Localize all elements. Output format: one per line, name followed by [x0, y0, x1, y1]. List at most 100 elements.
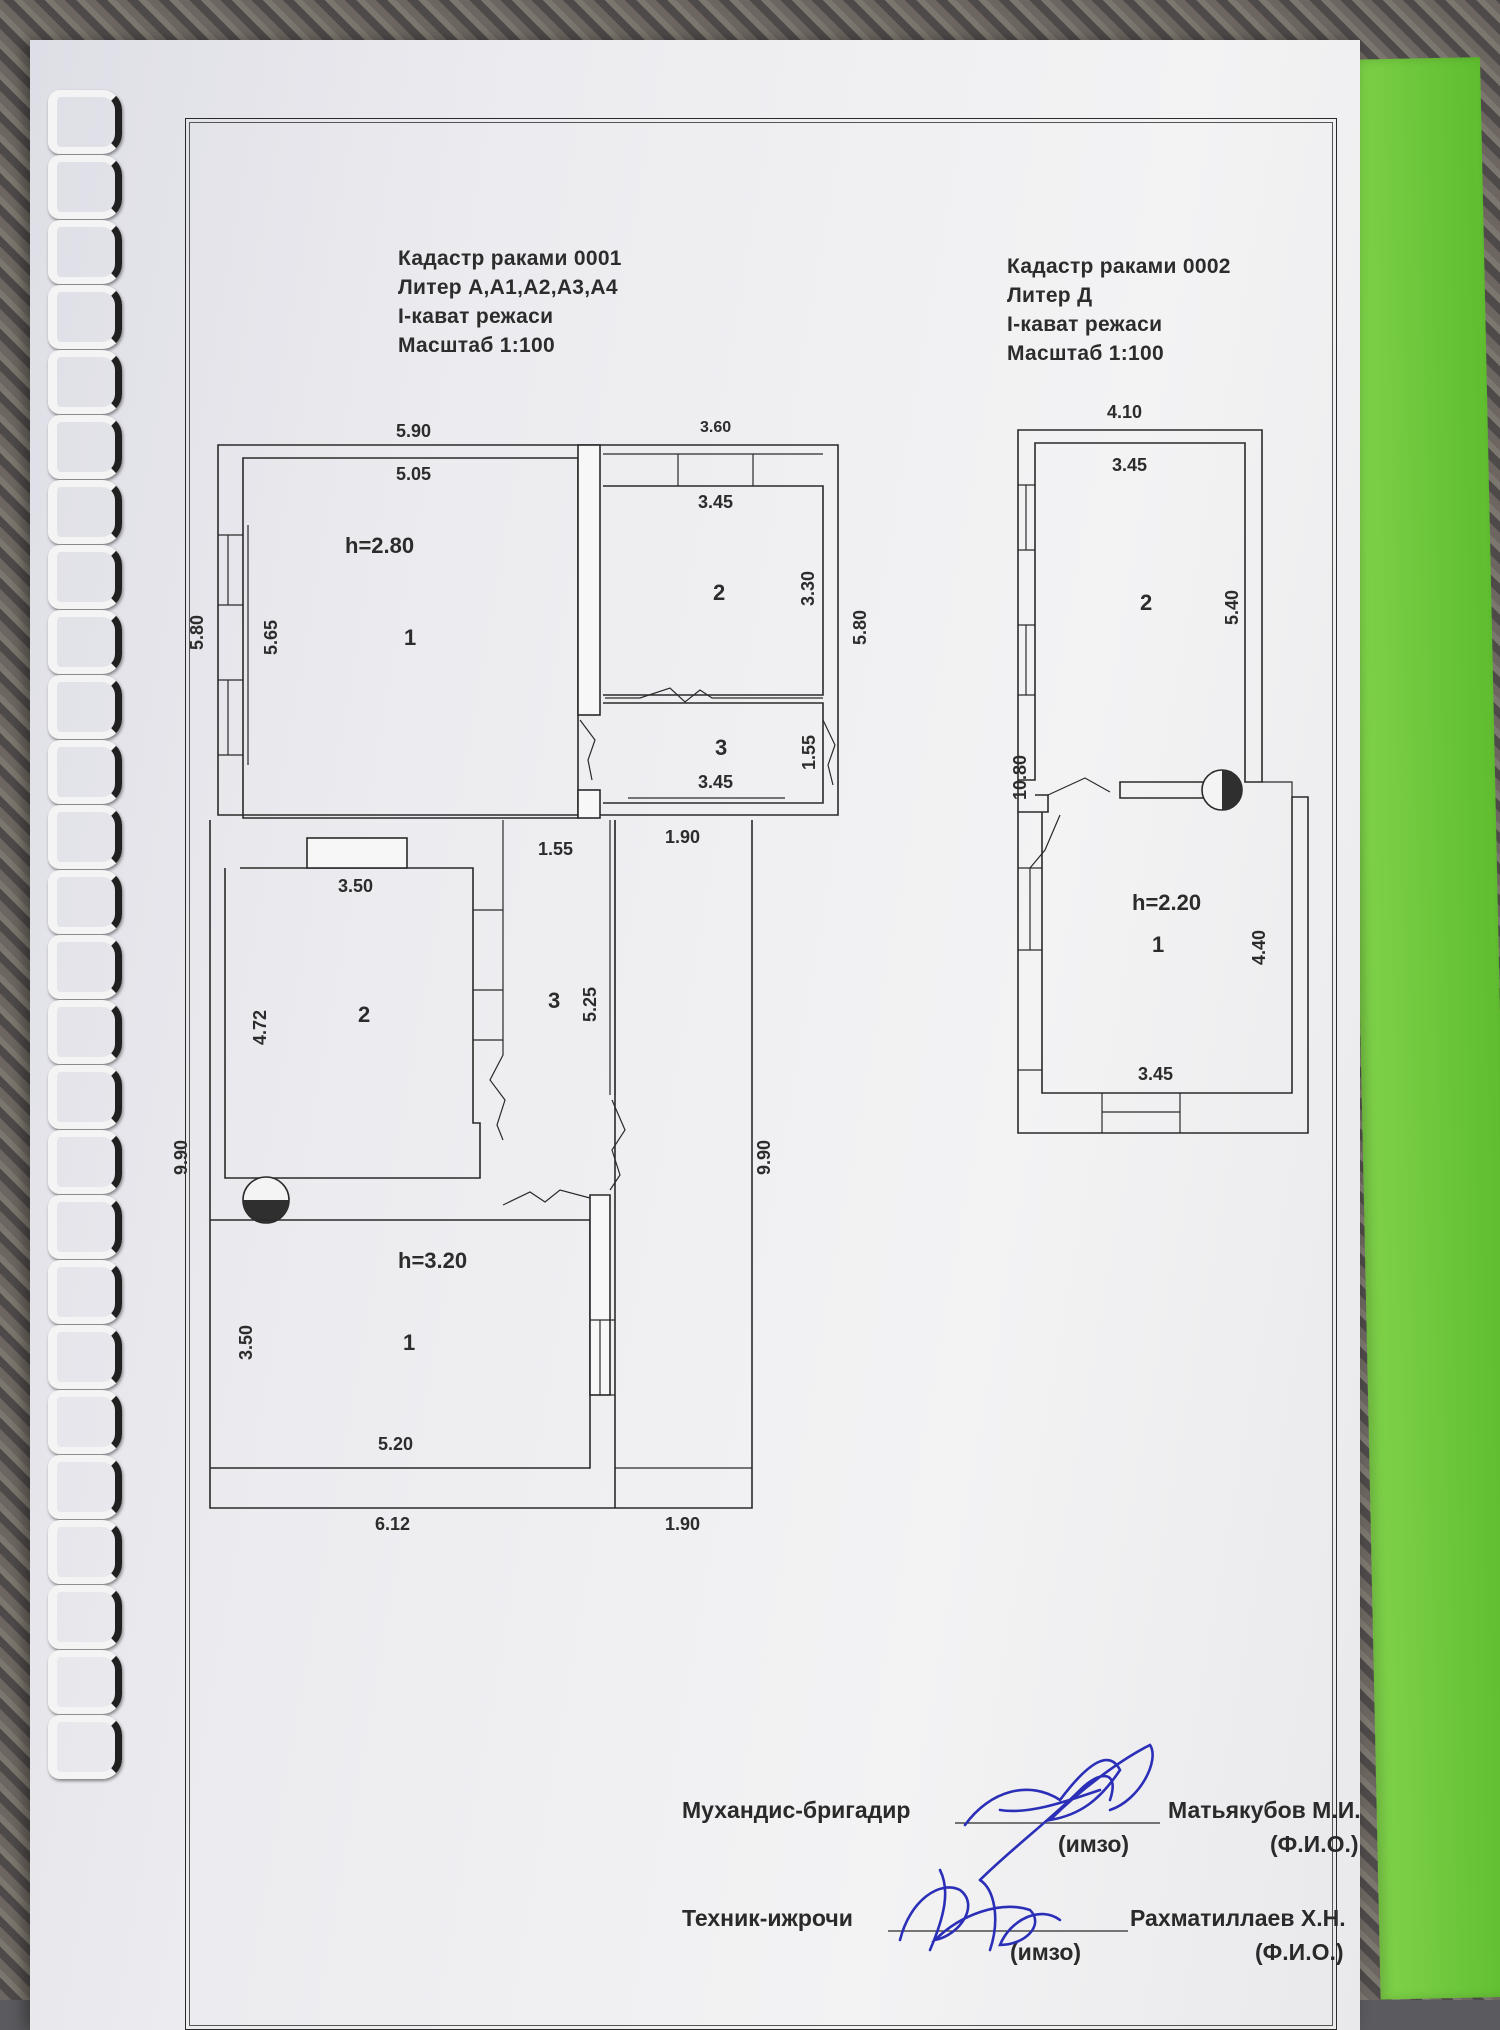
plan-a-room2-window — [603, 453, 823, 486]
plan-d-lower-walls — [1017, 796, 1309, 1134]
binding-ring — [48, 1260, 122, 1324]
dim-top-left: 5.90 — [396, 421, 431, 441]
engineer-sign-caption: (имзо) — [1058, 1831, 1129, 1857]
dim-outer-left-lower: 9.90 — [171, 1140, 191, 1175]
r1-height: h=2.80 — [345, 533, 414, 558]
binding-ring — [48, 220, 122, 284]
binding-ring — [48, 740, 122, 804]
d-r2-num: 2 — [1140, 590, 1152, 615]
dim-d-r1-h: 4.40 — [1249, 930, 1269, 965]
binding-ring — [48, 1650, 122, 1714]
plan-d-door-upper — [1047, 777, 1111, 796]
plan-d-liter: Литер Д — [1007, 284, 1092, 307]
plan-a-boiler-fill — [243, 1200, 289, 1223]
lr3-num: 3 — [548, 988, 560, 1013]
dim-r1-h: 5.65 — [261, 620, 281, 655]
binding-ring — [48, 350, 122, 414]
engineer-signature — [963, 1743, 1154, 1882]
engineer-name: Матьякубов М.И. — [1168, 1797, 1361, 1823]
technician-fio-caption: (Ф.И.О.) — [1255, 1939, 1344, 1965]
technician-sign-caption: (имзо) — [1010, 1939, 1081, 1965]
plan-a-partition-upper — [577, 444, 601, 716]
plan-a-upper-outer-wall — [217, 444, 839, 816]
plan-a-liter: Литер А,А1,А2,А3,А4 — [398, 276, 618, 299]
dim-r3-h: 1.55 — [799, 735, 819, 770]
binding-ring — [48, 1455, 122, 1519]
engineer-role: Мухандис-бригадир — [682, 1797, 910, 1823]
binding-ring — [48, 1715, 122, 1779]
lr1-height: h=3.20 — [398, 1248, 467, 1273]
lr1-num: 1 — [403, 1330, 415, 1355]
plan-d-right-step — [1262, 781, 1293, 797]
technician-role: Техник-ижрочи — [682, 1905, 853, 1931]
binding-ring — [48, 285, 122, 349]
binding-ring — [48, 935, 122, 999]
dim-r2-w: 3.45 — [698, 492, 733, 512]
binding-ring — [48, 870, 122, 934]
dim-outer-left-upper: 5.80 — [187, 615, 207, 650]
dim-d-r2-h: 5.40 — [1222, 590, 1242, 625]
document-page — [30, 40, 1360, 2030]
plan-a-lower-room2-window — [473, 909, 504, 1041]
plan-a-dimensions: 5.90 3.60 5.05 h=2.80 1 5.80 5.65 3.45 2… — [171, 419, 870, 1534]
engineer-fio-caption: (Ф.И.О.) — [1270, 1831, 1359, 1857]
binding-ring — [48, 1585, 122, 1649]
plan-d-floor: I-кават режаси — [1007, 313, 1162, 336]
plan-a-lower-room2-stove — [306, 837, 408, 869]
signature-block: Мухандис-бригадир Матьякубов М.И. (имзо)… — [682, 1743, 1361, 1965]
dim-lr3-h: 5.25 — [580, 987, 600, 1022]
dim-d-r2-w: 3.45 — [1112, 455, 1147, 475]
plan-a-cadastre: Кадастр раками 0001 — [398, 247, 622, 270]
plan-a-lower-outer-wall — [209, 820, 753, 1509]
binding-ring — [48, 675, 122, 739]
dim-r1-w: 5.05 — [396, 464, 431, 484]
plan-d-boiler-fill — [1222, 770, 1242, 810]
dim-corridor-w: 1.55 — [538, 839, 573, 859]
plan-d-upper-windows — [1018, 484, 1035, 696]
dim-r2-h: 3.30 — [798, 571, 818, 606]
binding-ring — [48, 610, 122, 674]
binding-ring — [48, 805, 122, 869]
plan-a-lower-room2 — [224, 867, 481, 1179]
spiral-binding — [30, 90, 140, 1790]
binding-ring — [48, 415, 122, 479]
plan-d-dimensions: 4.10 3.45 2 5.40 10.80 h=2.20 1 4.40 3.4… — [1010, 402, 1269, 1084]
plan-d-drawing — [1017, 429, 1309, 1134]
plan-d-door-lower — [1029, 814, 1061, 869]
dim-lr2-h: 4.72 — [250, 1010, 270, 1045]
dim-d-outer-left: 10.80 — [1010, 755, 1030, 800]
dim-top-right: 3.60 — [700, 419, 731, 436]
plan-a-door-r2 — [605, 687, 823, 703]
plan-a-door-lower-room1 — [502, 1189, 591, 1206]
technician-signature — [898, 1868, 1062, 1952]
plan-a-header: Кадастр раками 0001 Литер А,А1,А2,А3,А4 … — [398, 247, 622, 357]
plan-a-lower-room1-window — [590, 1319, 615, 1396]
plan-a-room1-windows — [218, 534, 243, 756]
plan-a-door-r3-right — [822, 719, 836, 786]
dim-outer-right-upper: 5.80 — [850, 610, 870, 645]
plan-d-left-corner — [1017, 780, 1049, 813]
plan-a-door-corridor — [609, 1099, 626, 1191]
binding-ring — [48, 480, 122, 544]
lr2-num: 2 — [358, 1002, 370, 1027]
plan-d-lower-windows — [1018, 867, 1042, 1071]
plan-a-floor: I-кават режаси — [398, 305, 553, 328]
plan-d-bottom-window — [1101, 1093, 1181, 1133]
plan-d-cadastre: Кадастр раками 0002 — [1007, 255, 1231, 278]
plan-a-room2 — [603, 485, 824, 696]
binding-ring — [48, 90, 122, 154]
dim-lr2-w: 3.50 — [338, 876, 373, 896]
plan-a-door-r3-left — [579, 719, 596, 781]
dim-yard-w-top: 1.90 — [665, 827, 700, 847]
binding-ring — [48, 1195, 122, 1259]
d-r1-height: h=2.20 — [1132, 890, 1201, 915]
plan-a-room3 — [603, 702, 824, 804]
plan-a-corridor-right — [609, 820, 616, 1095]
plan-a-scale: Масштаб 1:100 — [398, 334, 555, 357]
r3-num: 3 — [715, 735, 727, 760]
binding-ring — [48, 1000, 122, 1064]
dim-d-r1-w: 3.45 — [1138, 1064, 1173, 1084]
dim-lr1-h: 3.50 — [236, 1325, 256, 1360]
d-r1-num: 1 — [1152, 932, 1164, 957]
dim-lr1-w: 5.20 — [378, 1434, 413, 1454]
